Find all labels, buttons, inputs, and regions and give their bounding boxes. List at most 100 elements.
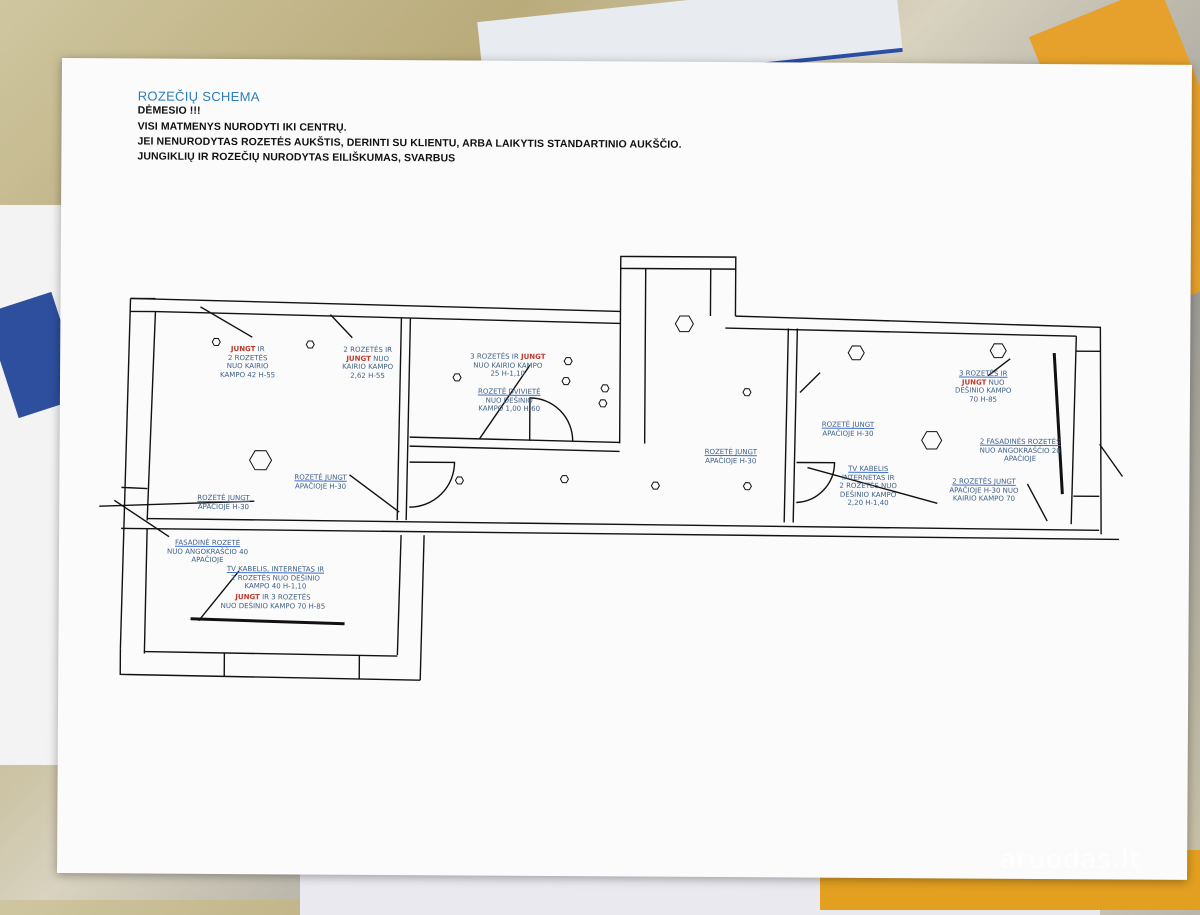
leader-12	[800, 373, 820, 393]
label-3-b: JUNGT	[521, 353, 546, 361]
label-3-c: NUO KAIRIO KAMPO	[473, 361, 542, 369]
column-left-inner	[645, 269, 646, 444]
lower-room-left-inner	[144, 529, 147, 654]
label-8-b: APAČIOJE H-30	[822, 429, 873, 437]
socket-marker-icon	[212, 338, 220, 345]
socket-marker-icon	[560, 476, 568, 483]
partition-1b	[406, 318, 410, 520]
label-6: ROZETĖ JUNGT APAČIOJE H-30	[197, 494, 249, 511]
label-2-d: KAIRIO KAMPO	[342, 363, 393, 371]
label-9: 3 ROZETĖS IR JUNGT NUO DEŠINIO KAMPO 70 …	[955, 369, 1012, 403]
column-left-outer	[620, 268, 621, 443]
wardrobe-bot	[410, 446, 620, 451]
socket-marker-icon	[601, 385, 609, 392]
label-7: ROZETĖ JUNGT APAČIOJE H-30	[705, 448, 757, 465]
label-15-b: IR 3 ROZETĖS	[260, 593, 311, 601]
socket-marker-icon	[922, 432, 942, 450]
label-10-c: APAČIOJE	[1004, 455, 1036, 463]
leader-4	[349, 475, 399, 512]
label-14-b: 2 ROZETĖS NUO DEŠINIO	[231, 574, 320, 583]
socket-marker-icon	[562, 378, 570, 385]
bar-element-lower	[191, 619, 345, 624]
label-15-c: NUO DEŠINIO KAMPO 70 H-85	[221, 601, 326, 610]
label-11-d: DEŠINIO KAMPO	[840, 490, 896, 498]
label-9-b: JUNGT	[962, 378, 987, 386]
label-1: JUNGT IR 2 ROZETĖS NUO KAIRIO KAMPO 42 H…	[220, 345, 275, 379]
socket-marker-icon	[651, 482, 659, 489]
socket-marker-icon	[249, 451, 271, 470]
label-1-a: JUNGT	[231, 345, 256, 353]
label-2-c: NUO	[371, 354, 389, 362]
label-12: 2 ROZETĖS JUNGT APAČIOJE H-30 NUO KAIRIO…	[949, 477, 1018, 503]
door-arc-right	[796, 462, 834, 502]
socket-marker-icon	[455, 477, 463, 484]
socket-marker-icon	[675, 316, 693, 332]
socket-marker-icon	[848, 346, 864, 360]
lower-room-right-inner	[397, 535, 401, 655]
socket-marker-icon	[990, 344, 1006, 358]
wall-inner-left	[147, 312, 155, 521]
label-10: 2 FASADINĖS ROZETĖS NUO ANGOKRAŠČIO 20 A…	[980, 438, 1061, 464]
label-9-d: DEŠINIO KAMPO	[955, 386, 1011, 394]
label-5-a: ROZETĖ JUNGT	[294, 473, 346, 481]
partition-2a	[784, 328, 788, 522]
label-13: FASADINĖ ROZETĖ NUO ANGOKRAŠČIO 40 APAČI…	[167, 539, 248, 565]
floor-plan-drawing	[57, 58, 1192, 880]
leader-1	[200, 307, 252, 337]
label-4-a: ROZETĖ DVIVIETĖ	[478, 388, 541, 396]
leader-2	[330, 315, 352, 338]
label-10-a: 2 FASADINĖS ROZETĖS	[980, 438, 1061, 446]
partition-1a	[397, 318, 401, 520]
label-8-a: ROZETĖ JUNGT	[822, 421, 874, 429]
label-15: JUNGT IR 3 ROZETĖS NUO DEŠINIO KAMPO 70 …	[221, 593, 326, 611]
label-6-b: APAČIOJE H-30	[198, 502, 249, 510]
wall-outer-top-right	[734, 316, 1102, 534]
label-11: TV KABELIS INTERNETAS IR 2 ROZETĖS NUO D…	[839, 465, 897, 508]
label-2-e: 2,62 H-55	[350, 371, 385, 379]
label-15-a: JUNGT	[235, 593, 260, 601]
socket-marker-icon	[743, 483, 751, 490]
partition-2b	[793, 328, 797, 522]
label-9-a: 3 ROZETĖS IR	[959, 369, 1008, 377]
wardrobe-top	[410, 437, 620, 442]
label-11-e: 2,20 H-1,40	[847, 499, 888, 507]
label-1-b: IR	[255, 345, 264, 353]
label-3-a: 3 ROZETĖS IR	[470, 352, 521, 360]
label-11-b: INTERNETAS IR	[842, 473, 895, 481]
label-5: ROZETĖ JUNGT APAČIOJE H-30	[294, 473, 346, 490]
bar-element	[1053, 353, 1063, 494]
label-14-c: KAMPO 40 H-1,10	[245, 582, 307, 590]
label-4-b: NUO DEŠINIO	[486, 396, 533, 404]
label-11-c: 2 ROZETĖS NUO	[839, 482, 897, 490]
background-paper	[0, 205, 63, 765]
label-2-a: 2 ROZETĖS IR	[343, 346, 392, 354]
label-13-a: FASADINĖ ROZETĖ	[175, 539, 240, 547]
socket-marker-icon	[306, 341, 314, 348]
leader-8	[1099, 444, 1122, 476]
label-11-a: TV KABELIS	[848, 465, 888, 473]
label-5-b: APAČIOJE H-30	[295, 482, 346, 490]
label-9-c: NUO	[986, 378, 1004, 386]
lower-room-right-outer	[420, 535, 424, 680]
wall-bottom-outer	[121, 528, 1119, 539]
label-9-e: 70 H-85	[969, 395, 997, 403]
label-4: ROZETĖ DVIVIETĖ NUO DEŠINIO KAMPO 1,00 H…	[478, 388, 541, 414]
label-7-b: APAČIOJE H-30	[705, 456, 756, 464]
leader-9	[1027, 484, 1047, 521]
label-3: 3 ROZETĖS IR JUNGT NUO KAIRIO KAMPO 25 H…	[470, 352, 545, 378]
label-13-c: APAČIOJE	[191, 556, 223, 564]
label-12-c: KAIRIO KAMPO 70	[953, 494, 1015, 502]
label-13-b: NUO ANGOKRAŠČIO 40	[167, 547, 248, 555]
wall-outer-left	[120, 298, 130, 648]
label-2: 2 ROZETĖS IR JUNGT NUO KAIRIO KAMPO 2,62…	[342, 346, 393, 380]
label-4-c: KAMPO 1,00 H-60	[478, 405, 540, 413]
label-6-a: ROZETĖ JUNGT	[197, 494, 249, 502]
label-14-a: TV KABELIS, INTERNETAS IR	[227, 565, 324, 574]
label-3-d: 25 H-1,10	[490, 370, 525, 378]
socket-marker-icon	[564, 358, 572, 365]
label-14: TV KABELIS, INTERNETAS IR 2 ROZETĖS NUO …	[227, 565, 324, 591]
label-1-d: NUO KAIRIO	[227, 362, 269, 370]
column-top	[621, 256, 736, 269]
watermark: aruodas.lt	[1000, 845, 1141, 875]
label-12-b: APAČIOJE H-30 NUO	[949, 486, 1018, 494]
